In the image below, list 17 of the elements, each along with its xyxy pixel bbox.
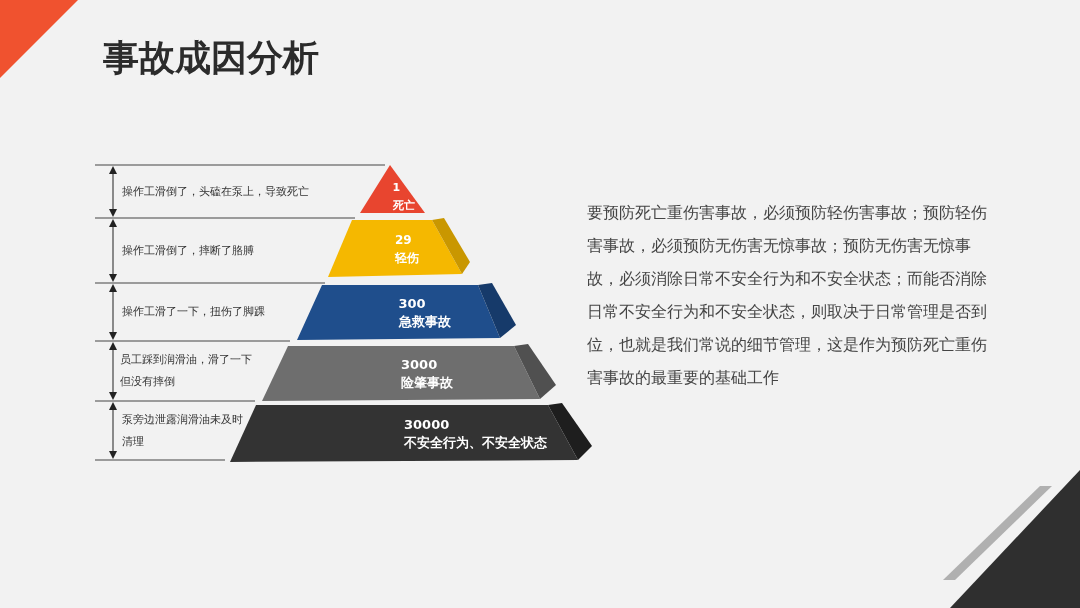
slide-title: 事故成因分析 xyxy=(103,36,319,80)
count-value: 30000 xyxy=(404,415,450,434)
tier-label: 不安全行为、不安全状态 xyxy=(404,433,547,452)
explanation-paragraph: 要预防死亡重伤害事故，必须预防轻伤害事故；预防轻伤害事故，必须预防无伤害无惊事故；预防无伤害无惊事故，必须消除日常不安全行为和不安全状态；而能否消除日常不安全行为和不安全状态，则取决于日常管理是否到位，也就是我们常说的细节管理，这是作为预防死亡重伤害事故的最重要的基础工作 xyxy=(587,202,987,389)
tier-label: 急救事故 xyxy=(398,312,451,331)
count-value: 300 xyxy=(398,294,426,313)
count-value: 3000 xyxy=(401,355,438,374)
count-value: 1 xyxy=(392,180,401,196)
tier-label: 险肇事故 xyxy=(401,373,453,392)
tier-label: 死亡 xyxy=(392,198,415,214)
count-value: 29 xyxy=(395,231,412,249)
cause-text: 操作工滑了一下，扭伤了脚踝 xyxy=(122,304,266,320)
tier-label: 轻伤 xyxy=(395,249,419,267)
cause-text: 操作工滑倒了，摔断了胳膊 xyxy=(122,242,255,259)
cause-text: 操作工滑倒了，头磕在泵上，导致死亡 xyxy=(122,183,310,200)
cause-text: 泵旁边泄露润滑油未及时清理 xyxy=(122,411,244,450)
cause-text: 员工踩到润滑油，滑了一下但没有摔倒 xyxy=(120,352,253,390)
